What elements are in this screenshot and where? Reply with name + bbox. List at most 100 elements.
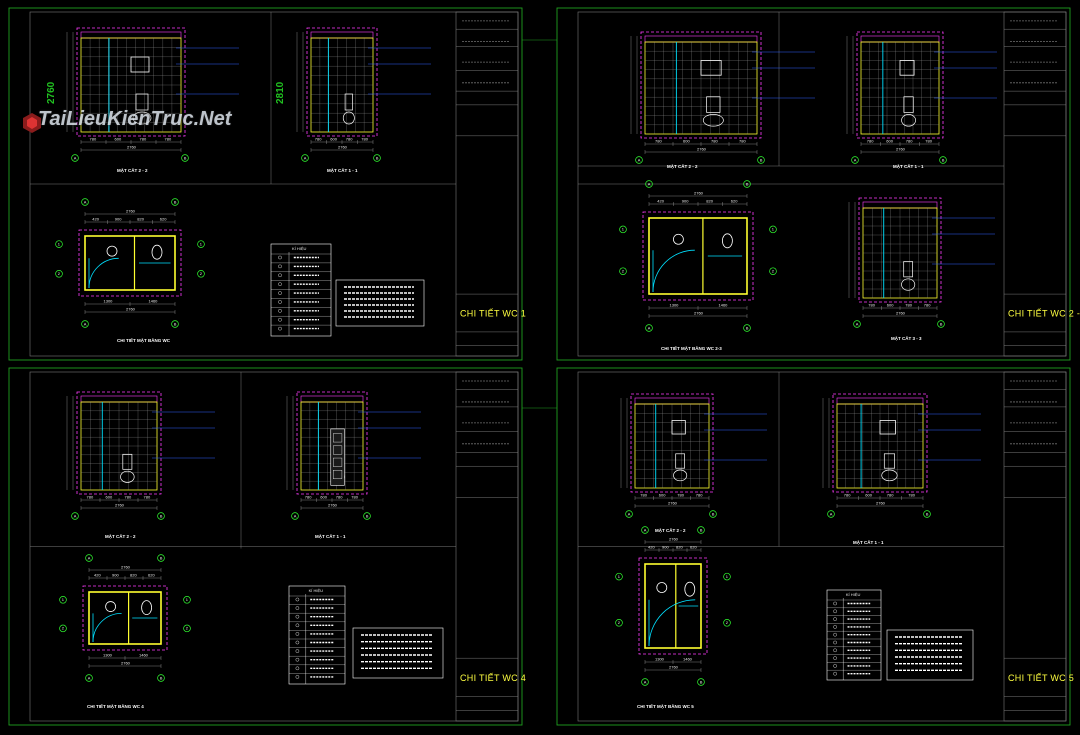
section-boundary <box>858 197 942 303</box>
toilet <box>141 600 153 615</box>
dimension-value: 780 <box>144 495 151 500</box>
dimension-value: 900 <box>115 217 122 222</box>
mirror <box>879 420 896 435</box>
dimension-value: 2760 <box>669 537 679 542</box>
plan-wall <box>648 217 748 295</box>
sheet-border <box>556 367 1071 726</box>
title-block <box>1003 11 1067 357</box>
section-boundary <box>630 393 714 493</box>
section-caption: MẶT CẮT 2 - 2 <box>655 526 686 533</box>
sheet-border <box>556 7 1071 361</box>
axis-label: A <box>84 321 87 326</box>
dimension-value: 600 <box>330 137 337 142</box>
toilet-tank <box>122 453 133 470</box>
legend-symbol <box>278 317 282 322</box>
legend-symbol <box>295 649 300 653</box>
dimension-value: 620 <box>690 545 697 550</box>
dimension-value: 1300 <box>103 653 113 658</box>
notes-box <box>335 279 425 327</box>
axis-label: 1 <box>726 574 729 579</box>
axis-bubble <box>723 572 731 581</box>
dimension-value: 1300 <box>670 303 680 308</box>
watermark-logo-icon <box>23 113 41 133</box>
ceiling-beam <box>80 31 182 39</box>
axis-bubble <box>615 619 623 627</box>
dimension-value: 820 <box>706 199 713 204</box>
toilet-tank <box>903 261 913 278</box>
sheet-title: CHI TIẾT WC 1 <box>460 308 526 318</box>
axis-label: B <box>700 679 703 684</box>
dimension-value: 2760 <box>127 145 137 150</box>
toilet-bowl <box>120 470 135 483</box>
axis-label: A <box>856 321 859 326</box>
axis-bubble <box>853 320 861 328</box>
dimension-value: 780 <box>887 493 894 498</box>
section-boundary <box>640 31 762 139</box>
axis-bubble <box>71 512 79 520</box>
section-caption: MẶT CẮT 1 - 1 <box>893 162 924 169</box>
sink <box>656 582 668 593</box>
ceiling-beam <box>860 35 940 43</box>
axis-label: A <box>304 155 307 160</box>
axis-label: 2 <box>772 269 775 274</box>
axis-bubble <box>743 180 751 188</box>
dimension-value: 2760 <box>126 209 136 214</box>
dimension-value: 1460 <box>149 299 159 304</box>
legend-symbol <box>833 656 837 660</box>
dimension-value: 1300 <box>655 657 665 662</box>
axis-label: A <box>638 157 641 162</box>
dimension-value: 2760 <box>121 661 131 666</box>
toilet <box>722 233 733 249</box>
dimension-value: 600 <box>865 493 872 498</box>
axis-label: A <box>648 325 651 330</box>
legend-box <box>288 585 346 685</box>
axis-label: A <box>294 513 297 518</box>
dimension-value: 620 <box>731 199 738 204</box>
axis-bubble <box>55 240 63 248</box>
legend-symbol <box>295 675 300 679</box>
axis-label: B <box>160 513 163 518</box>
legend-symbol <box>295 597 300 602</box>
legend-symbol <box>278 282 282 286</box>
legend-symbol <box>295 632 300 636</box>
door-swing <box>88 257 119 289</box>
axis-bubble <box>373 154 381 162</box>
legend-symbol <box>833 640 837 645</box>
axis-label: A <box>628 511 631 516</box>
sheet-border <box>8 367 523 726</box>
axis-label: A <box>74 155 77 160</box>
legend-symbol <box>833 609 837 614</box>
section-boundary <box>856 31 944 139</box>
axis-label: 2 <box>618 620 621 625</box>
axis-bubble <box>615 572 623 581</box>
dimension-value: 2760 <box>694 191 704 196</box>
legend-title: KÍ HIỆU <box>309 588 324 593</box>
dimension-value: 600 <box>106 495 113 500</box>
dimension-value: 780 <box>640 493 647 498</box>
legend-symbol <box>833 648 837 653</box>
axis-bubble <box>641 526 649 534</box>
axis-bubble <box>171 320 179 328</box>
ceiling-beam <box>836 397 924 405</box>
section-boundary <box>296 391 368 495</box>
axis-bubble <box>743 324 751 332</box>
overall-height-dimension: 2810 <box>275 81 286 104</box>
axis-bubble <box>157 512 165 520</box>
toilet <box>151 244 163 260</box>
axis-bubble <box>59 624 67 633</box>
dimension-value: 2760 <box>126 307 136 312</box>
legend-symbol <box>278 291 282 295</box>
axis-bubble <box>59 596 67 604</box>
section-caption: MẶT CẮT 1 - 1 <box>853 538 884 545</box>
dimension-value: 900 <box>112 573 119 578</box>
axis-label: A <box>88 555 91 560</box>
dimension-value: 2760 <box>669 665 679 670</box>
legend-title: KÍ HIỆU <box>292 246 307 251</box>
toilet-tank <box>135 93 149 111</box>
dimension-value: 780 <box>906 139 913 144</box>
dimension-value: 600 <box>115 137 122 142</box>
dimension-value: 2760 <box>338 145 348 150</box>
